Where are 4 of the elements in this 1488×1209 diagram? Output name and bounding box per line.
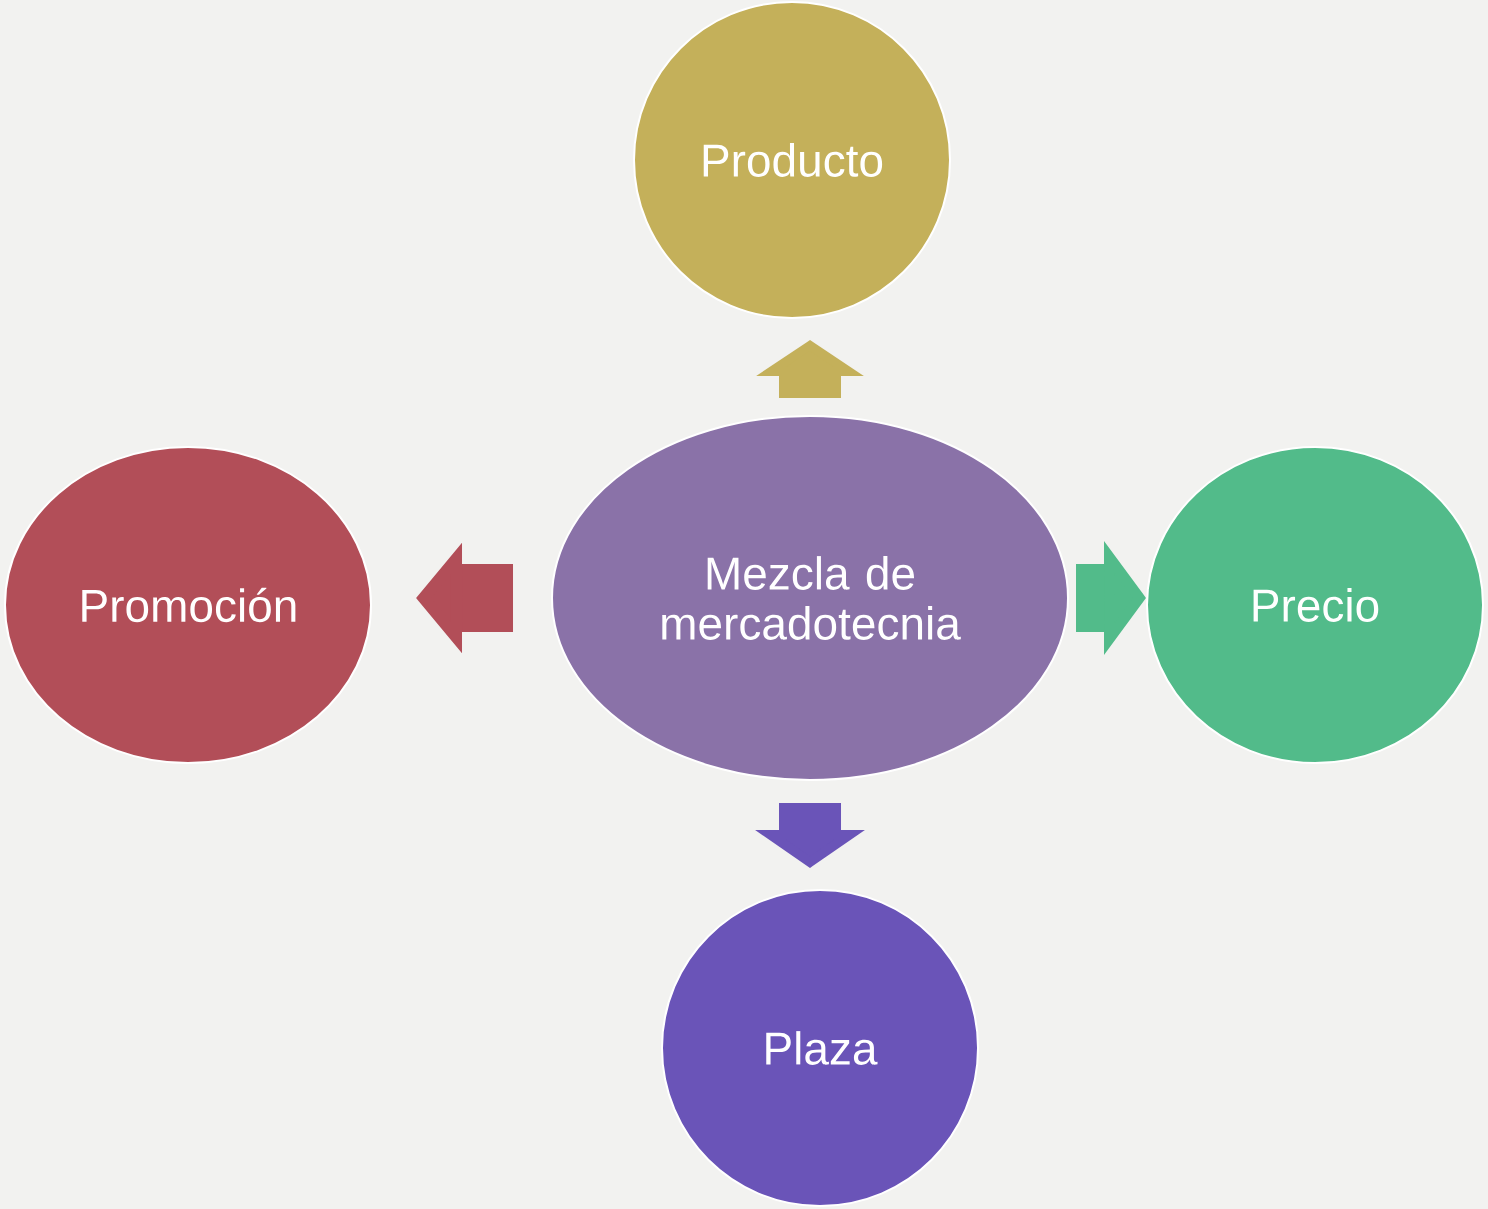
circle-node: Plaza xyxy=(661,889,979,1207)
circle-node: Precio xyxy=(1146,446,1484,764)
circle-node: Promoción xyxy=(4,446,372,764)
circle-node: Producto xyxy=(633,1,951,319)
